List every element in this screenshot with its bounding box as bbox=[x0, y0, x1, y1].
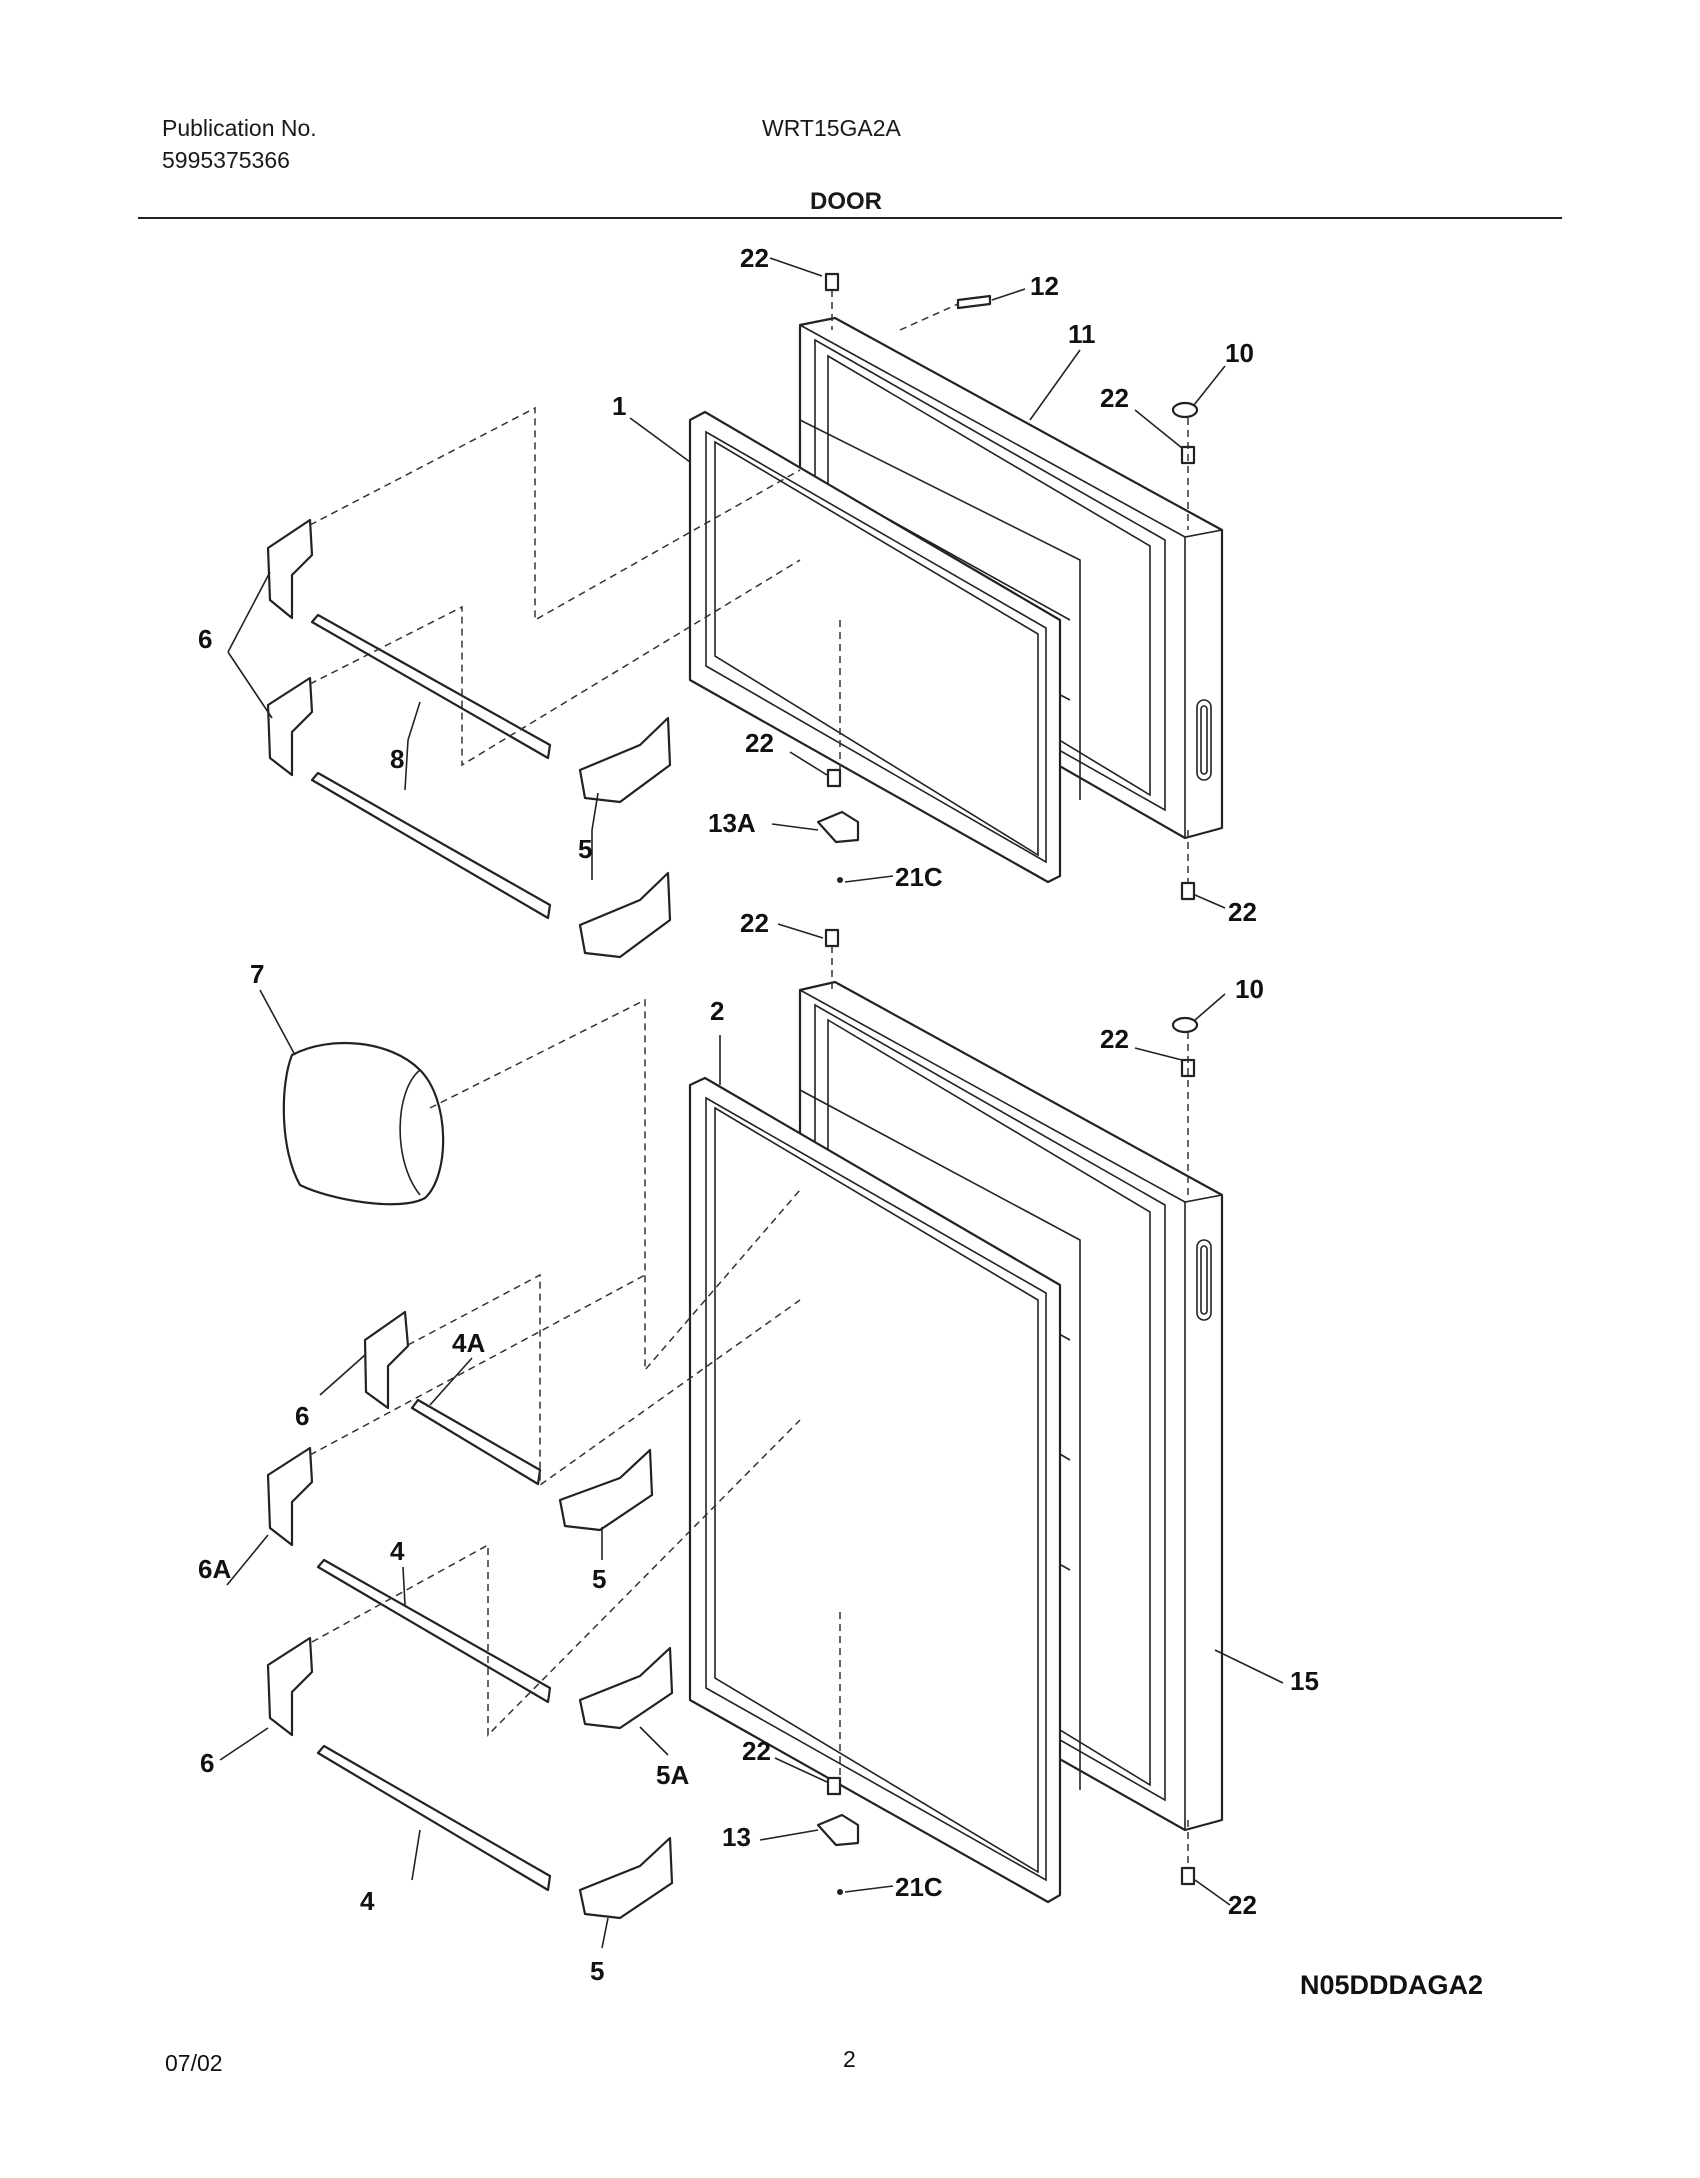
label-6: 6 bbox=[295, 1401, 309, 1431]
label-1: 1 bbox=[612, 391, 626, 421]
publication-label: Publication No. bbox=[162, 115, 317, 141]
fresh-food-door-gasket bbox=[688, 1076, 1062, 1904]
label-10: 10 bbox=[1225, 338, 1254, 368]
label-6: 6 bbox=[200, 1748, 214, 1778]
label-5A: 5A bbox=[656, 1760, 689, 1790]
label-4A: 4A bbox=[452, 1328, 485, 1358]
label-10: 10 bbox=[1235, 974, 1264, 1004]
label-5: 5 bbox=[592, 1564, 606, 1594]
label-13A: 13A bbox=[708, 808, 756, 838]
page-number: 2 bbox=[843, 2046, 856, 2072]
publication-number: 5995375366 bbox=[162, 147, 290, 173]
label-21C: 21C bbox=[895, 862, 943, 892]
label-21C: 21C bbox=[895, 1872, 943, 1902]
label-22: 22 bbox=[1228, 1890, 1257, 1920]
part-labels: 22 12 11 10 22 1 6 8 22 13A 5 21C 22 22 … bbox=[198, 243, 1319, 1986]
bin-cover bbox=[282, 1041, 445, 1206]
label-11: 11 bbox=[1068, 319, 1096, 349]
label-6: 6 bbox=[198, 624, 212, 654]
label-13: 13 bbox=[722, 1822, 751, 1852]
label-4: 4 bbox=[360, 1886, 375, 1916]
hardware bbox=[816, 272, 1199, 1895]
label-22: 22 bbox=[742, 1736, 771, 1766]
label-12: 12 bbox=[1030, 271, 1059, 301]
diagram-code: N05DDDAGA2 bbox=[1300, 1970, 1484, 2000]
freezer-door-gasket bbox=[688, 410, 1062, 884]
label-8: 8 bbox=[390, 744, 404, 774]
label-22: 22 bbox=[740, 243, 769, 273]
model-number: WRT15GA2A bbox=[762, 115, 901, 141]
label-4: 4 bbox=[390, 1536, 405, 1566]
label-6A: 6A bbox=[198, 1554, 231, 1584]
label-22: 22 bbox=[1228, 897, 1257, 927]
shelf-rails bbox=[310, 613, 552, 1892]
label-22: 22 bbox=[740, 908, 769, 938]
label-22: 22 bbox=[1100, 1024, 1129, 1054]
label-15: 15 bbox=[1290, 1666, 1319, 1696]
section-title: DOOR bbox=[810, 188, 882, 215]
shelf-brackets-left bbox=[266, 518, 410, 1737]
label-2: 2 bbox=[710, 996, 724, 1026]
leader-lines bbox=[219, 257, 1284, 1949]
footer-date: 07/02 bbox=[165, 2050, 223, 2076]
label-7: 7 bbox=[250, 959, 264, 989]
label-22: 22 bbox=[1100, 383, 1129, 413]
label-5: 5 bbox=[578, 834, 592, 864]
label-5: 5 bbox=[590, 1956, 604, 1986]
assembly-lines bbox=[309, 290, 1189, 1868]
shelf-brackets-right bbox=[558, 716, 674, 1920]
header-rule bbox=[138, 217, 1562, 219]
label-22: 22 bbox=[745, 728, 774, 758]
